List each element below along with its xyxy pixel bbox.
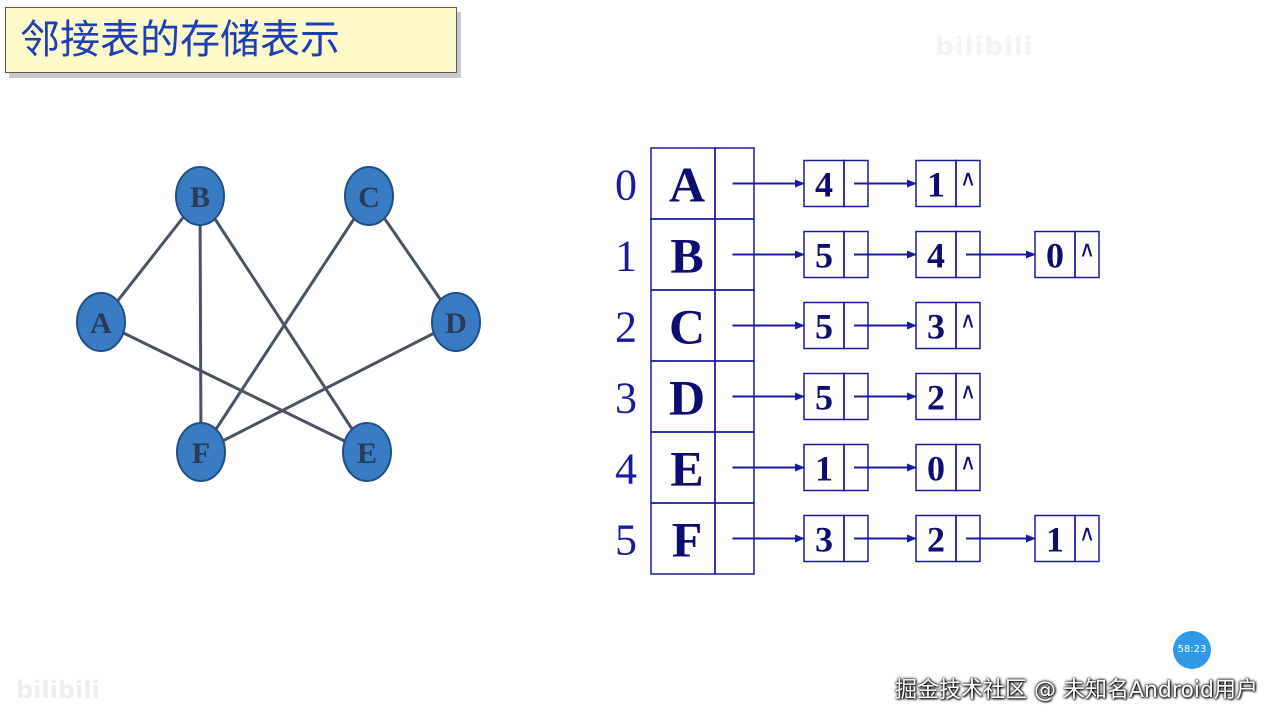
adj-vertex-index: 4 [815,165,833,205]
adj-next-cell [955,301,981,350]
vertex-circle [431,292,481,352]
null-pointer-symbol: ∧ [960,167,976,192]
adj-vertex-index: 3 [815,520,833,560]
edge-B-F [198,195,203,453]
bilibili-logo: bilibili [16,676,100,704]
edge-D-F [200,320,457,454]
vertex-circle [342,422,392,482]
vertex-label: B [190,181,210,214]
head-vertex-name: F [672,512,703,568]
page-title: 邻接表的存储表示 [20,17,340,63]
vertex-label: F [192,437,210,470]
vertex-circle [344,166,394,226]
adj-vertex-index: 1 [927,165,945,205]
credit-watermark: 掘金技术社区 @ 未知名Android用户 [894,678,1258,703]
vertex-E: E [342,422,392,482]
vertex-D: D [431,292,481,352]
adj-vertex-index: 2 [927,378,945,418]
adj-vertex-index: 4 [927,236,945,276]
timer-badge[interactable]: 58:23 [1173,631,1211,669]
adj-vertex-index: 0 [927,449,945,489]
adj-vertex-index: 2 [927,520,945,560]
adj-vertex-index: 1 [815,449,833,489]
vertex-label: A [90,307,112,340]
graph-diagram: B C A D F E [76,166,481,482]
adj-vertex-index: 0 [1046,236,1064,276]
head-vertex-name: B [670,228,703,284]
head-vertex-name: D [669,370,705,426]
adj-vertex-index: 3 [927,307,945,347]
title-box: 邻接表的存储表示 [5,7,457,73]
vertex-label: E [357,437,377,470]
bilibili-watermark-top: bilibili [935,32,1034,62]
vertex-circle [176,422,226,482]
null-pointer-symbol: ∧ [960,309,976,334]
head-vertex-name: C [669,299,705,355]
vertex-B: B [175,166,225,226]
vertex-circle [76,292,126,352]
adj-vertex-index: 1 [1046,520,1064,560]
head-vertex-name: A [669,157,705,213]
vertex-label: C [358,181,380,214]
adj-next-cell [955,159,981,208]
vertex-C: C [344,166,394,226]
row-index: 1 [615,232,637,281]
graph-nodes: B C A D F E [76,166,481,482]
vertex-F: F [176,422,226,482]
adj-vertex-index: 5 [815,236,833,276]
edge-C-F [199,195,371,453]
row-index: 4 [615,445,637,494]
row-index: 3 [615,374,637,423]
vertex-circle [175,166,225,226]
head-vertex-name: E [670,441,703,497]
vertex-A: A [76,292,126,352]
adj-next-cell [955,443,981,492]
row-index: 2 [615,303,637,352]
adj-next-cell [1074,514,1100,563]
row-index: 0 [615,161,637,210]
row-index: 5 [615,516,637,565]
vertex-label: D [445,307,467,340]
null-pointer-symbol: ∧ [1079,238,1095,263]
null-pointer-symbol: ∧ [960,380,976,405]
edge-A-E [100,320,368,454]
adj-next-cell [1074,230,1100,279]
null-pointer-symbol: ∧ [960,451,976,476]
adj-vertex-index: 5 [815,378,833,418]
null-pointer-symbol: ∧ [1079,522,1095,547]
adj-vertex-index: 5 [815,307,833,347]
adj-next-cell [955,372,981,421]
